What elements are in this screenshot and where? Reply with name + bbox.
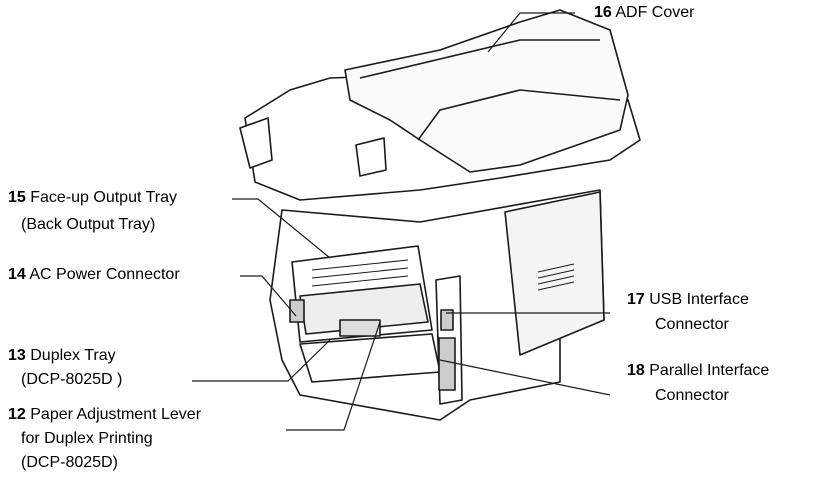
label-duplex-tray: 13 Duplex Tray bbox=[8, 347, 116, 364]
leader-face-up-tray bbox=[232, 198, 331, 259]
label-ac-power: 14 AC Power Connector bbox=[8, 266, 180, 283]
label-duplex-tray-sub: (DCP-8025D ) bbox=[21, 371, 123, 388]
paper-lever-shape bbox=[339, 319, 381, 337]
side-panel bbox=[504, 191, 605, 356]
label-usb-sub: Connector bbox=[655, 316, 729, 333]
left-arm bbox=[239, 117, 273, 169]
label-parallel-sub: Connector bbox=[655, 387, 729, 404]
leader-parallel bbox=[439, 359, 611, 396]
label-face-up-tray: 15 Face-up Output Tray bbox=[8, 189, 177, 206]
label-paper-lever-sub2: (DCP-8025D) bbox=[21, 454, 118, 471]
label-usb: 17 USB Interface bbox=[627, 291, 749, 308]
label-parallel: 18 Parallel Interface bbox=[627, 362, 770, 379]
parallel-port bbox=[438, 337, 456, 391]
adf-cover-shape bbox=[344, 9, 629, 173]
leader-paper-lever bbox=[286, 321, 381, 431]
label-paper-lever: 12 Paper Adjustment Lever bbox=[8, 406, 202, 423]
ac-connector bbox=[289, 299, 305, 323]
label-paper-lever-sub: for Duplex Printing bbox=[21, 430, 153, 447]
leader-adf-cover bbox=[487, 12, 575, 53]
center-clip bbox=[355, 137, 387, 177]
label-adf-cover: 16 ADF Cover bbox=[594, 4, 695, 21]
usb-port bbox=[440, 309, 454, 331]
leader-duplex-tray bbox=[192, 339, 331, 382]
label-face-up-tray-sub: (Back Output Tray) bbox=[21, 216, 156, 233]
leader-ac-power bbox=[240, 275, 297, 317]
